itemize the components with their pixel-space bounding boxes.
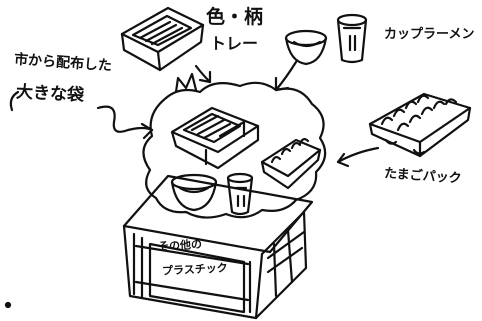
- city-bag-label-line2: 大きな袋: [16, 84, 85, 105]
- cup-ramen-label: カップラーメン: [384, 28, 474, 41]
- colored-tray-label-line2: トレー: [210, 36, 258, 52]
- colored-tray-label-line1: 色・柄: [206, 8, 263, 27]
- bag-tray-icon: [172, 108, 258, 168]
- city-bag-outline: [143, 74, 325, 218]
- bag-egg-icon: [262, 139, 320, 188]
- box-label-line2: プラスチック: [162, 262, 228, 276]
- arrows: [11, 62, 378, 166]
- egg-pack-icon: [370, 94, 470, 156]
- collection-box-icon: [124, 176, 312, 318]
- ramen-cup-icon: [338, 15, 366, 62]
- ramen-bowl-icon: [286, 31, 326, 64]
- colored-tray-icon: [122, 8, 203, 70]
- bag-cup-icon: [228, 174, 252, 214]
- box-label-line1: その他の: [158, 239, 203, 252]
